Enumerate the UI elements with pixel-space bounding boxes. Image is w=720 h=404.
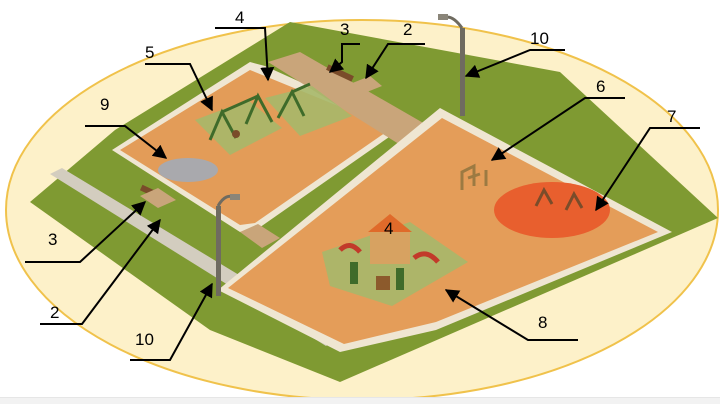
callout-label: 6 (596, 77, 605, 96)
callout-label: 10 (530, 29, 549, 48)
callout-label: 3 (48, 230, 57, 249)
callout-play-complex: 4 (384, 219, 393, 238)
callout-label: 2 (403, 20, 412, 39)
callout-label: 5 (145, 43, 154, 62)
callout-label: 4 (235, 8, 244, 27)
callout-label: 8 (538, 313, 547, 332)
callout-label: 7 (667, 107, 676, 126)
spring-rider (232, 130, 240, 138)
sandbox (158, 158, 218, 182)
callout-label: 10 (135, 330, 154, 349)
sport-court (494, 182, 610, 238)
callout-label: 3 (340, 20, 349, 39)
callout-label: 9 (100, 95, 109, 114)
callout-label: 4 (384, 219, 393, 238)
callout-label: 2 (50, 303, 59, 322)
